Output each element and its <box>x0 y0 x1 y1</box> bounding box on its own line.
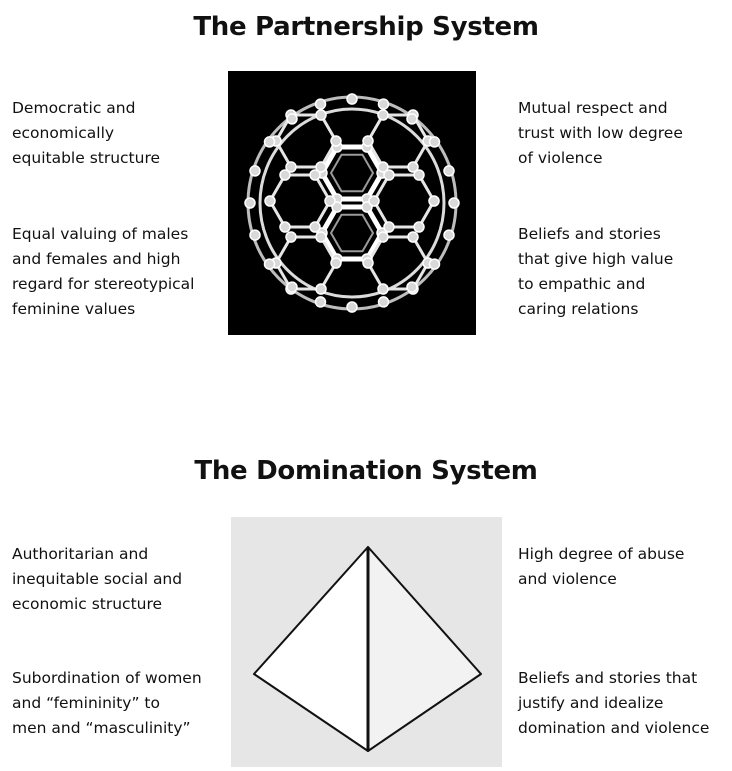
text-line: and females and high <box>12 250 181 268</box>
text-line: Subordination of women <box>12 669 202 687</box>
text-line: Authoritarian and <box>12 545 149 563</box>
partnership-structure-text: Democratic and economically equitable st… <box>12 96 160 171</box>
pyramid-image <box>231 517 502 767</box>
pyramid-icon <box>253 546 482 752</box>
text-line: Beliefs and stories <box>518 225 661 243</box>
text-line: regard for stereotypical <box>12 275 195 293</box>
text-line: feminine values <box>12 300 136 318</box>
partnership-title: The Partnership System <box>193 12 539 42</box>
text-line: trust with low degree <box>518 124 683 142</box>
text-line: to empathic and <box>518 275 646 293</box>
domination-title: The Domination System <box>194 456 538 486</box>
domination-gender-text: Subordination of women and “femininity” … <box>12 666 202 741</box>
text-line: of violence <box>518 149 603 167</box>
text-line: Mutual respect and <box>518 99 668 117</box>
text-line: men and “masculinity” <box>12 719 191 737</box>
text-line: Democratic and <box>12 99 136 117</box>
buckyball-icon <box>244 93 460 313</box>
text-line: and violence <box>518 570 617 588</box>
text-line: domination and violence <box>518 719 710 737</box>
domination-violence-text: High degree of abuse and violence <box>518 542 684 592</box>
text-line: Equal valuing of males <box>12 225 189 243</box>
text-line: economically <box>12 124 115 142</box>
buckyball-image <box>228 71 476 335</box>
text-line: and “femininity” to <box>12 694 160 712</box>
text-line: High degree of abuse <box>518 545 685 563</box>
partnership-violence-text: Mutual respect and trust with low degree… <box>518 96 683 171</box>
text-line: inequitable social and <box>12 570 183 588</box>
text-line: justify and idealize <box>518 694 664 712</box>
text-line: that give high value <box>518 250 674 268</box>
text-line: economic structure <box>12 595 163 613</box>
partnership-beliefs-text: Beliefs and stories that give high value… <box>518 222 673 322</box>
partnership-gender-text: Equal valuing of males and females and h… <box>12 222 194 322</box>
domination-beliefs-text: Beliefs and stories that justify and ide… <box>518 666 709 741</box>
text-line: caring relations <box>518 300 639 318</box>
domination-structure-text: Authoritarian and inequitable social and… <box>12 542 182 617</box>
text-line: Beliefs and stories that <box>518 669 698 687</box>
text-line: equitable structure <box>12 149 161 167</box>
